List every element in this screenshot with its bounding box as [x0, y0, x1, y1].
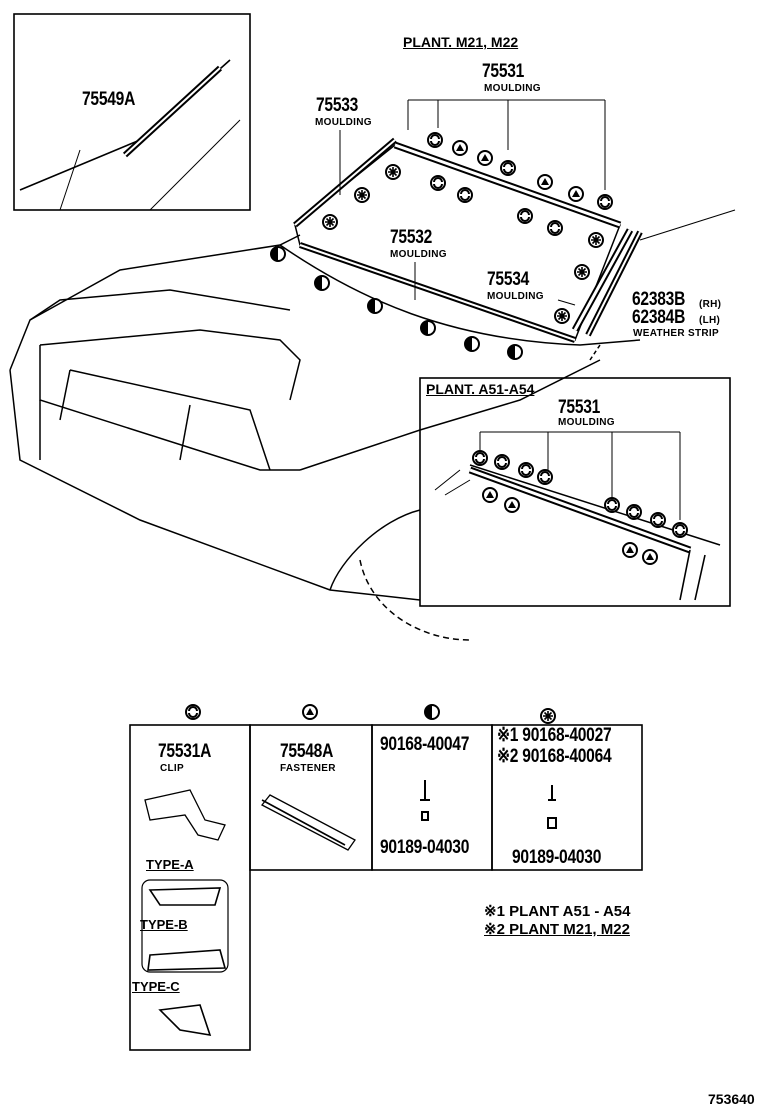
part-75531: 75531 — [482, 61, 525, 82]
legend-75531A: 75531A — [158, 741, 212, 762]
clip-symbol — [537, 469, 553, 485]
windshield — [293, 137, 643, 343]
legend-90168-40027: ※1 90168-40027 — [497, 725, 612, 746]
screw-symbol — [464, 336, 480, 352]
screw-symbol — [314, 275, 330, 291]
clip-symbol — [547, 220, 563, 236]
screw-symbol — [420, 320, 436, 336]
clip-symbol — [430, 175, 446, 191]
screw-symbol — [270, 246, 286, 262]
clip-symbol — [472, 450, 488, 466]
car-outline — [9, 209, 736, 641]
fastener-symbol — [504, 497, 520, 513]
part-75549A: 75549A — [82, 89, 136, 110]
legend-75548A: 75548A — [280, 741, 334, 762]
reference-code: 753640 — [708, 1091, 755, 1107]
bolt-symbol — [574, 264, 590, 280]
bolt-symbol — [588, 232, 604, 248]
inset-part-75531-name: MOULDING — [558, 417, 615, 428]
part-75532: 75532 — [390, 227, 433, 248]
inset-box-plant-a51 — [419, 377, 731, 607]
part-62384B: 62384B — [632, 307, 686, 328]
clip-symbol — [518, 462, 534, 478]
part-62383B: 62383B — [632, 289, 686, 310]
fastener-symbol — [537, 174, 553, 190]
legend-90189-04030-b: 90189-04030 — [512, 847, 602, 868]
fastener-symbol — [477, 150, 493, 166]
screw-symbol — [507, 344, 523, 360]
clip-symbol — [457, 187, 473, 203]
legend-grid — [129, 724, 643, 1051]
part-75533: 75533 — [316, 95, 359, 116]
type-b: TYPE-B — [140, 917, 188, 932]
part-75534: 75534 — [487, 269, 530, 290]
clip-symbol — [185, 704, 201, 720]
bolt-symbol — [554, 308, 570, 324]
clip-symbol — [604, 497, 620, 513]
screw-symbol — [367, 298, 383, 314]
inset-part-75531: 75531 — [558, 397, 601, 418]
fastener-symbol — [568, 186, 584, 202]
note-plant-m21: ※2 PLANT M21, M22 — [484, 921, 630, 938]
part-75534-name: MOULDING — [487, 291, 544, 302]
part-62384B-name: WEATHER STRIP — [633, 328, 719, 339]
part-62383B-side: (RH) — [699, 299, 722, 310]
legend-90168-40047: 90168-40047 — [380, 734, 470, 755]
plant-m21-title: PLANT. M21, M22 — [403, 34, 519, 50]
legend-75531A-name: CLIP — [160, 763, 184, 774]
bolt-symbol — [354, 187, 370, 203]
fastener-symbol — [642, 549, 658, 565]
plant-a51-title: PLANT. A51-A54 — [426, 381, 535, 397]
clip-symbol — [494, 454, 510, 470]
part-62384B-side: (LH) — [699, 315, 721, 326]
screw-symbol — [424, 704, 440, 720]
legend-90189-04030-a: 90189-04030 — [380, 837, 470, 858]
part-75531-name: MOULDING — [484, 83, 541, 94]
clip-symbol — [597, 194, 613, 210]
fastener-symbol — [452, 140, 468, 156]
note-plant-a51: ※1 PLANT A51 - A54 — [484, 903, 631, 920]
type-c: TYPE-C — [132, 979, 180, 994]
bolt-symbol — [540, 708, 556, 724]
clip-symbol — [626, 504, 642, 520]
part-75532-name: MOULDING — [390, 249, 447, 260]
clip-symbol — [500, 160, 516, 176]
bolt-symbol — [322, 214, 338, 230]
inset-box-75549A — [13, 13, 251, 211]
clip-symbol — [650, 512, 666, 528]
clip-symbol — [427, 132, 443, 148]
fastener-symbol — [302, 704, 318, 720]
part-75533-name: MOULDING — [315, 117, 372, 128]
clip-symbol — [672, 522, 688, 538]
legend-75548A-name: FASTENER — [280, 763, 336, 774]
type-a: TYPE-A — [146, 857, 194, 872]
legend-90168-40064: ※2 90168-40064 — [497, 746, 612, 767]
bolt-symbol — [385, 164, 401, 180]
clip-symbol — [517, 208, 533, 224]
fastener-symbol — [622, 542, 638, 558]
fastener-symbol — [482, 487, 498, 503]
